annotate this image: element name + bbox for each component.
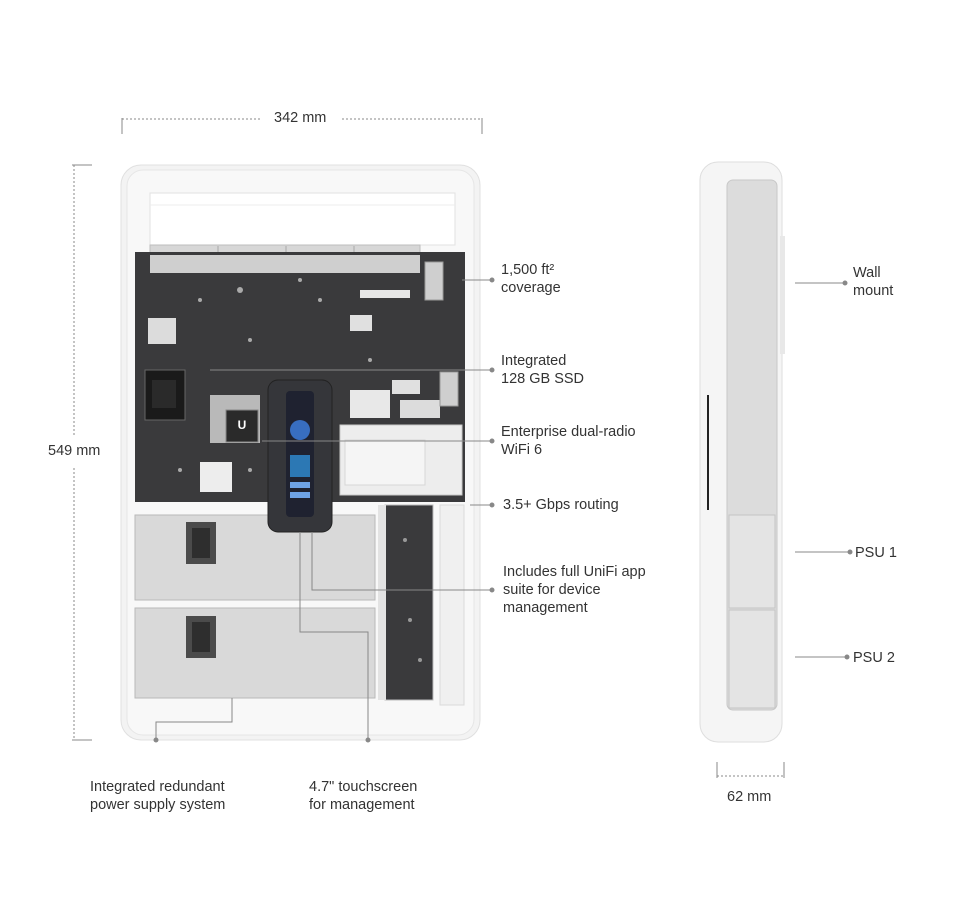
touchscreen-display: [286, 391, 314, 517]
side-board: [384, 504, 434, 701]
psu-bay-2: [134, 607, 376, 699]
callout-psu2: PSU 2: [853, 650, 895, 666]
width-dimension-line: [121, 118, 483, 134]
callout-leaders: [153, 277, 495, 743]
ubiquiti-logo-icon: U: [237, 418, 247, 432]
callout-app: Includes full UniFi app suite for device…: [503, 564, 646, 616]
height-label: 549 mm: [48, 443, 101, 459]
callout-touchscreen: 4.7" touchscreen for management: [309, 779, 418, 813]
callout-coverage: 1,500 ft² coverage: [501, 262, 561, 296]
callout-routing: 3.5+ Gbps routing: [503, 497, 619, 513]
height-dimension-line: [72, 164, 92, 741]
top-vent: [149, 192, 456, 246]
psu2-side: [728, 609, 776, 709]
width-label: 342 mm: [274, 110, 327, 126]
psu1-side: [728, 514, 776, 609]
callout-wall-mount: Wall mount: [853, 265, 894, 299]
psu-bay-1: [134, 514, 376, 601]
board-components: [144, 255, 459, 492]
side-callout-leaders: [795, 280, 853, 660]
callout-psu-system: Integrated redundant power supply system: [90, 779, 226, 813]
callout-psu1: PSU 1: [855, 545, 897, 561]
callout-ssd: Integrated 128 GB SSD: [501, 353, 585, 387]
callout-wifi: Enterprise dual-radio WiFi 6: [501, 424, 636, 458]
depth-label: 62 mm: [727, 789, 772, 805]
depth-dimension-line: [716, 762, 785, 778]
